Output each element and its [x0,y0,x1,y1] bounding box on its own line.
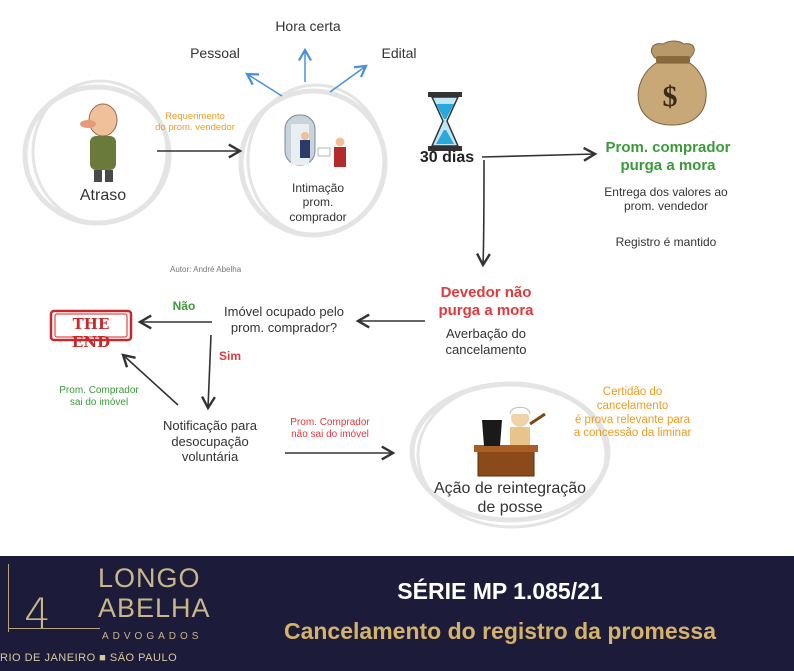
node-purga-title: Prom. comprador purga a mora [605,139,731,174]
node-atraso: Atraso [79,187,127,204]
label-30-dias: 30 dias [419,149,475,166]
series-subtitle: Cancelamento do registro da promessa [283,618,716,644]
arrow-pessoal [245,72,283,97]
circle-intimacao [238,83,388,238]
node-intimacao: Intimação prom. comprador [289,181,347,224]
logo: 4 LONGO ABELHA ADVOGADOS RIO DE JANEIRO … [0,556,215,671]
label-nao: Não [172,299,196,313]
logo-cities: RIO DE JANEIRO ■ SÃO PAULO [0,652,178,664]
circle-atraso [22,79,172,226]
dollar-sign: $ [663,80,678,113]
circle-reintegracao [409,381,611,529]
node-reintegracao: Ação de reintegração de posse [433,480,587,517]
hourglass-icon [428,92,462,151]
logo-longo: LONGO [98,563,201,593]
logo-vertical-line [8,564,9,632]
arrow-30dias-purga [481,146,598,162]
label-requerimento: Requerimento do prom. vendedor [155,111,235,134]
footer-banner: 4 LONGO ABELHA ADVOGADOS RIO DE JANEIRO … [0,556,794,671]
logo-advogados: ADVOGADOS [102,631,203,642]
arrow-30dias-devedor [475,159,491,268]
logo-number: 4 [24,589,51,638]
arrow-edital [329,64,368,93]
node-imovel-ocupado: Imóvel ocupado pelo prom. comprador? [224,304,344,335]
meeting-icon [284,114,346,167]
node-purga-registro: Registro é mantido [615,235,717,249]
flow-diagram: $ Atraso Requerimento do prom. vendedor … [22,18,731,529]
money-bag-icon: $ [637,40,707,126]
label-saiu: Prom. Comprador sai do imóvel [59,385,139,408]
diagram-graphics: $ [22,40,707,529]
stamp-icon [49,309,133,342]
arrow-imovel-notificacao [201,334,216,411]
label-edital: Edital [381,45,417,61]
label-certidao: Certidão do cancelamento é prova relevan… [573,386,692,440]
label-pessoal: Pessoal [190,45,240,61]
node-averbacao: Averbação do cancelamento [445,326,527,357]
logo-horizontal-line [8,628,100,629]
node-purga-entrega: Entrega dos valores ao prom. vendedor [604,185,728,214]
label-nao-saiu: Prom. Comprador não sai do imóvel [290,417,370,440]
label-autor: Autor: André Abelha [170,265,242,274]
judge-icon [474,406,546,477]
node-notificacao: Notificação para desocupação voluntária [163,418,257,465]
series-title: SÉRIE MP 1.085/21 [397,578,603,604]
logo-abelha: ABELHA [98,593,211,623]
stamp-text: THE END [71,315,111,351]
node-devedor-title: Devedor não purga a mora [438,284,534,319]
label-sim: Sim [218,349,241,363]
arrow-notificacao-end [121,353,179,406]
label-hora-certa: Hora certa [275,18,341,34]
person-icon [80,103,118,182]
